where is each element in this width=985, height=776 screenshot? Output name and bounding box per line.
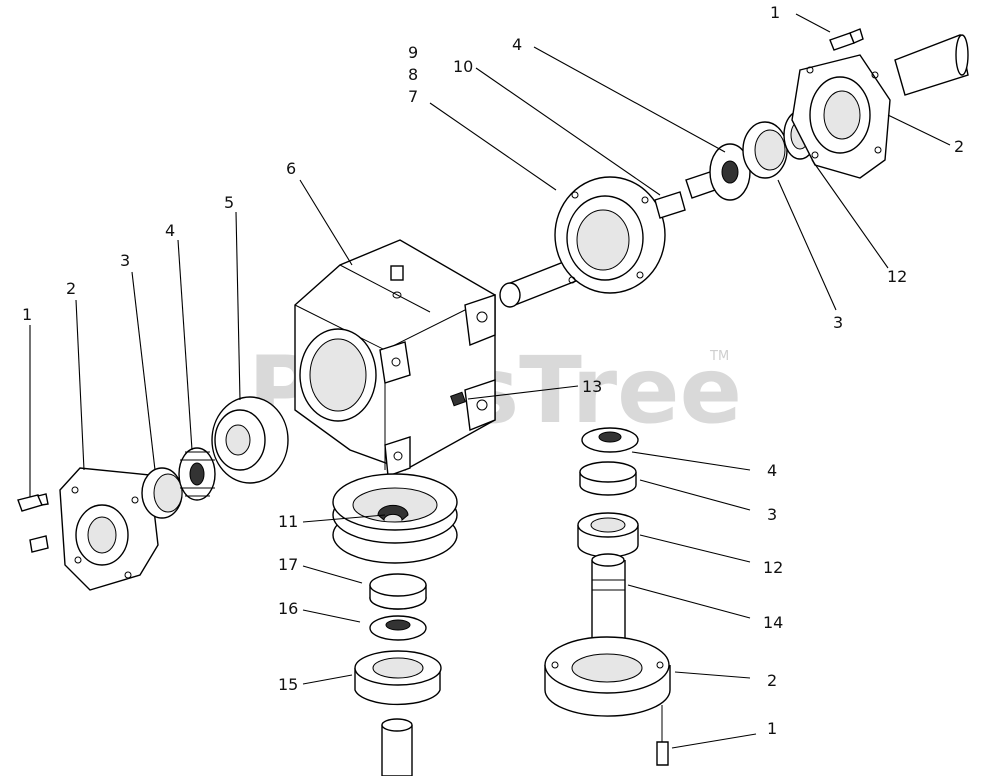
- callout-4-right: 4: [767, 461, 777, 480]
- callout-2-top-right: 2: [954, 137, 964, 156]
- left-bearing-cone-4: [178, 447, 216, 501]
- callout-3-left: 3: [120, 251, 130, 270]
- callout-4-top: 4: [512, 35, 522, 54]
- bearing-cone-16: [369, 615, 427, 641]
- callout-2-right: 2: [767, 671, 777, 690]
- callout-12-top-right: 12: [887, 267, 907, 286]
- callout-10: 10: [453, 57, 473, 76]
- callout-9: 9: [408, 43, 418, 62]
- callout-16: 16: [278, 599, 298, 618]
- callout-1-top-right: 1: [770, 3, 780, 22]
- upper-cup-3: [742, 121, 788, 179]
- callout-6: 6: [286, 159, 296, 178]
- output-shaft-14: [591, 553, 626, 646]
- upper-bolt-1: [829, 28, 864, 51]
- callout-7: 7: [408, 87, 418, 106]
- callout-1-left: 1: [22, 305, 32, 324]
- callout-2-left: 2: [66, 279, 76, 298]
- watermark-trademark: TM: [709, 349, 729, 364]
- right-cover-2: [544, 636, 671, 717]
- splined-shaft: [894, 34, 969, 96]
- right-bearing-12: [577, 512, 639, 558]
- callout-3-top-right: 3: [833, 313, 843, 332]
- callout-labels: 1 2 12 3 4 10 9 8 7 6 5 4 3 2 1 13 11 17…: [22, 3, 964, 738]
- callout-4-left: 4: [165, 221, 175, 240]
- cup-17: [369, 573, 427, 610]
- callout-15: 15: [278, 675, 298, 694]
- seal-15: [354, 650, 442, 706]
- bottom-flange-11: [332, 473, 458, 564]
- right-bolt-1: [656, 705, 669, 766]
- lower-shaft: [381, 718, 413, 776]
- callout-11: 11: [278, 512, 298, 531]
- callout-17: 17: [278, 555, 298, 574]
- callout-3-right: 3: [767, 505, 777, 524]
- upper-bearing-cone-4: [709, 143, 751, 201]
- left-gear-5: [211, 396, 289, 484]
- right-bearing-cone-4: [581, 427, 639, 453]
- left-bolt-1: [17, 493, 49, 553]
- left-cup-3: [141, 467, 183, 519]
- right-cup-3: [579, 461, 637, 496]
- callout-12-right: 12: [763, 558, 783, 577]
- upper-cover-2: [791, 54, 891, 179]
- callout-8: 8: [408, 65, 418, 84]
- leader-lines: [29, 13, 951, 749]
- gearbox-housing: [294, 239, 496, 477]
- key-10: [654, 171, 716, 219]
- left-cover-2: [59, 467, 159, 591]
- callout-14: 14: [763, 613, 783, 632]
- seal-retainer-8: [554, 176, 666, 294]
- callout-5: 5: [224, 193, 234, 212]
- callout-13: 13: [582, 377, 602, 396]
- callout-1-bottom-right: 1: [767, 719, 777, 738]
